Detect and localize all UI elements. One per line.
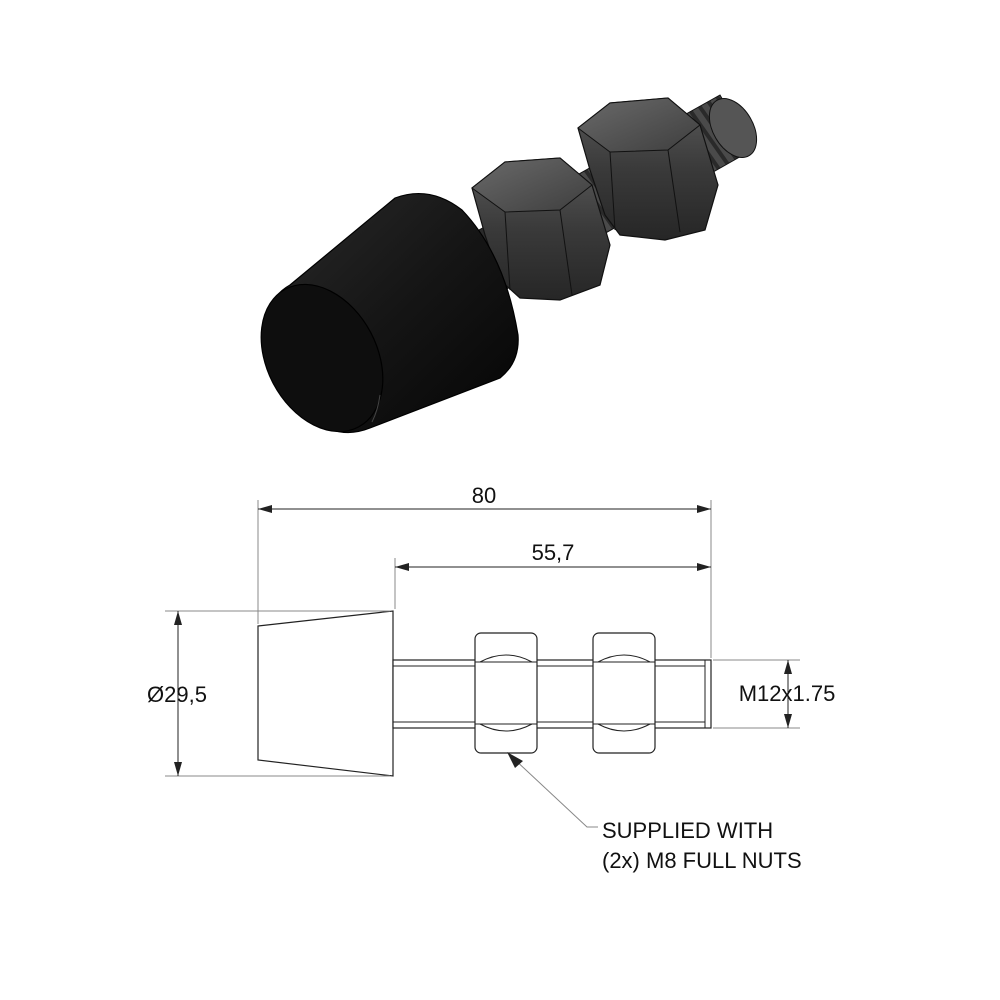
dimension-diameter: Ø29,5 (147, 611, 207, 776)
side-view: 80 55,7 Ø29,5 M12x1.75 SUPPLIED WIT (147, 483, 835, 873)
dimension-thread-length: 55,7 (395, 540, 711, 571)
diameter-label: Ø29,5 (147, 682, 207, 707)
thread-length-label: 55,7 (532, 540, 575, 565)
rubber-bumper-iso (260, 192, 519, 434)
isometric-view (260, 94, 758, 434)
nut-profile-1 (474, 632, 538, 754)
dimension-overall-length: 80 (258, 483, 711, 513)
note-line-2: (2x) M8 FULL NUTS (602, 848, 802, 873)
thread-rod-profile (392, 659, 712, 729)
front-nut-iso (471, 157, 611, 301)
nut-profile-2 (592, 632, 656, 754)
thread-spec-label: M12x1.75 (739, 681, 836, 706)
overall-length-label: 80 (472, 483, 496, 508)
rear-nut-iso (577, 97, 719, 241)
note-line-1: SUPPLIED WITH (602, 818, 773, 843)
bumper-profile (257, 610, 394, 777)
dimension-thread-spec: M12x1.75 (739, 660, 836, 728)
nut-callout: SUPPLIED WITH (2x) M8 FULL NUTS (507, 752, 802, 873)
